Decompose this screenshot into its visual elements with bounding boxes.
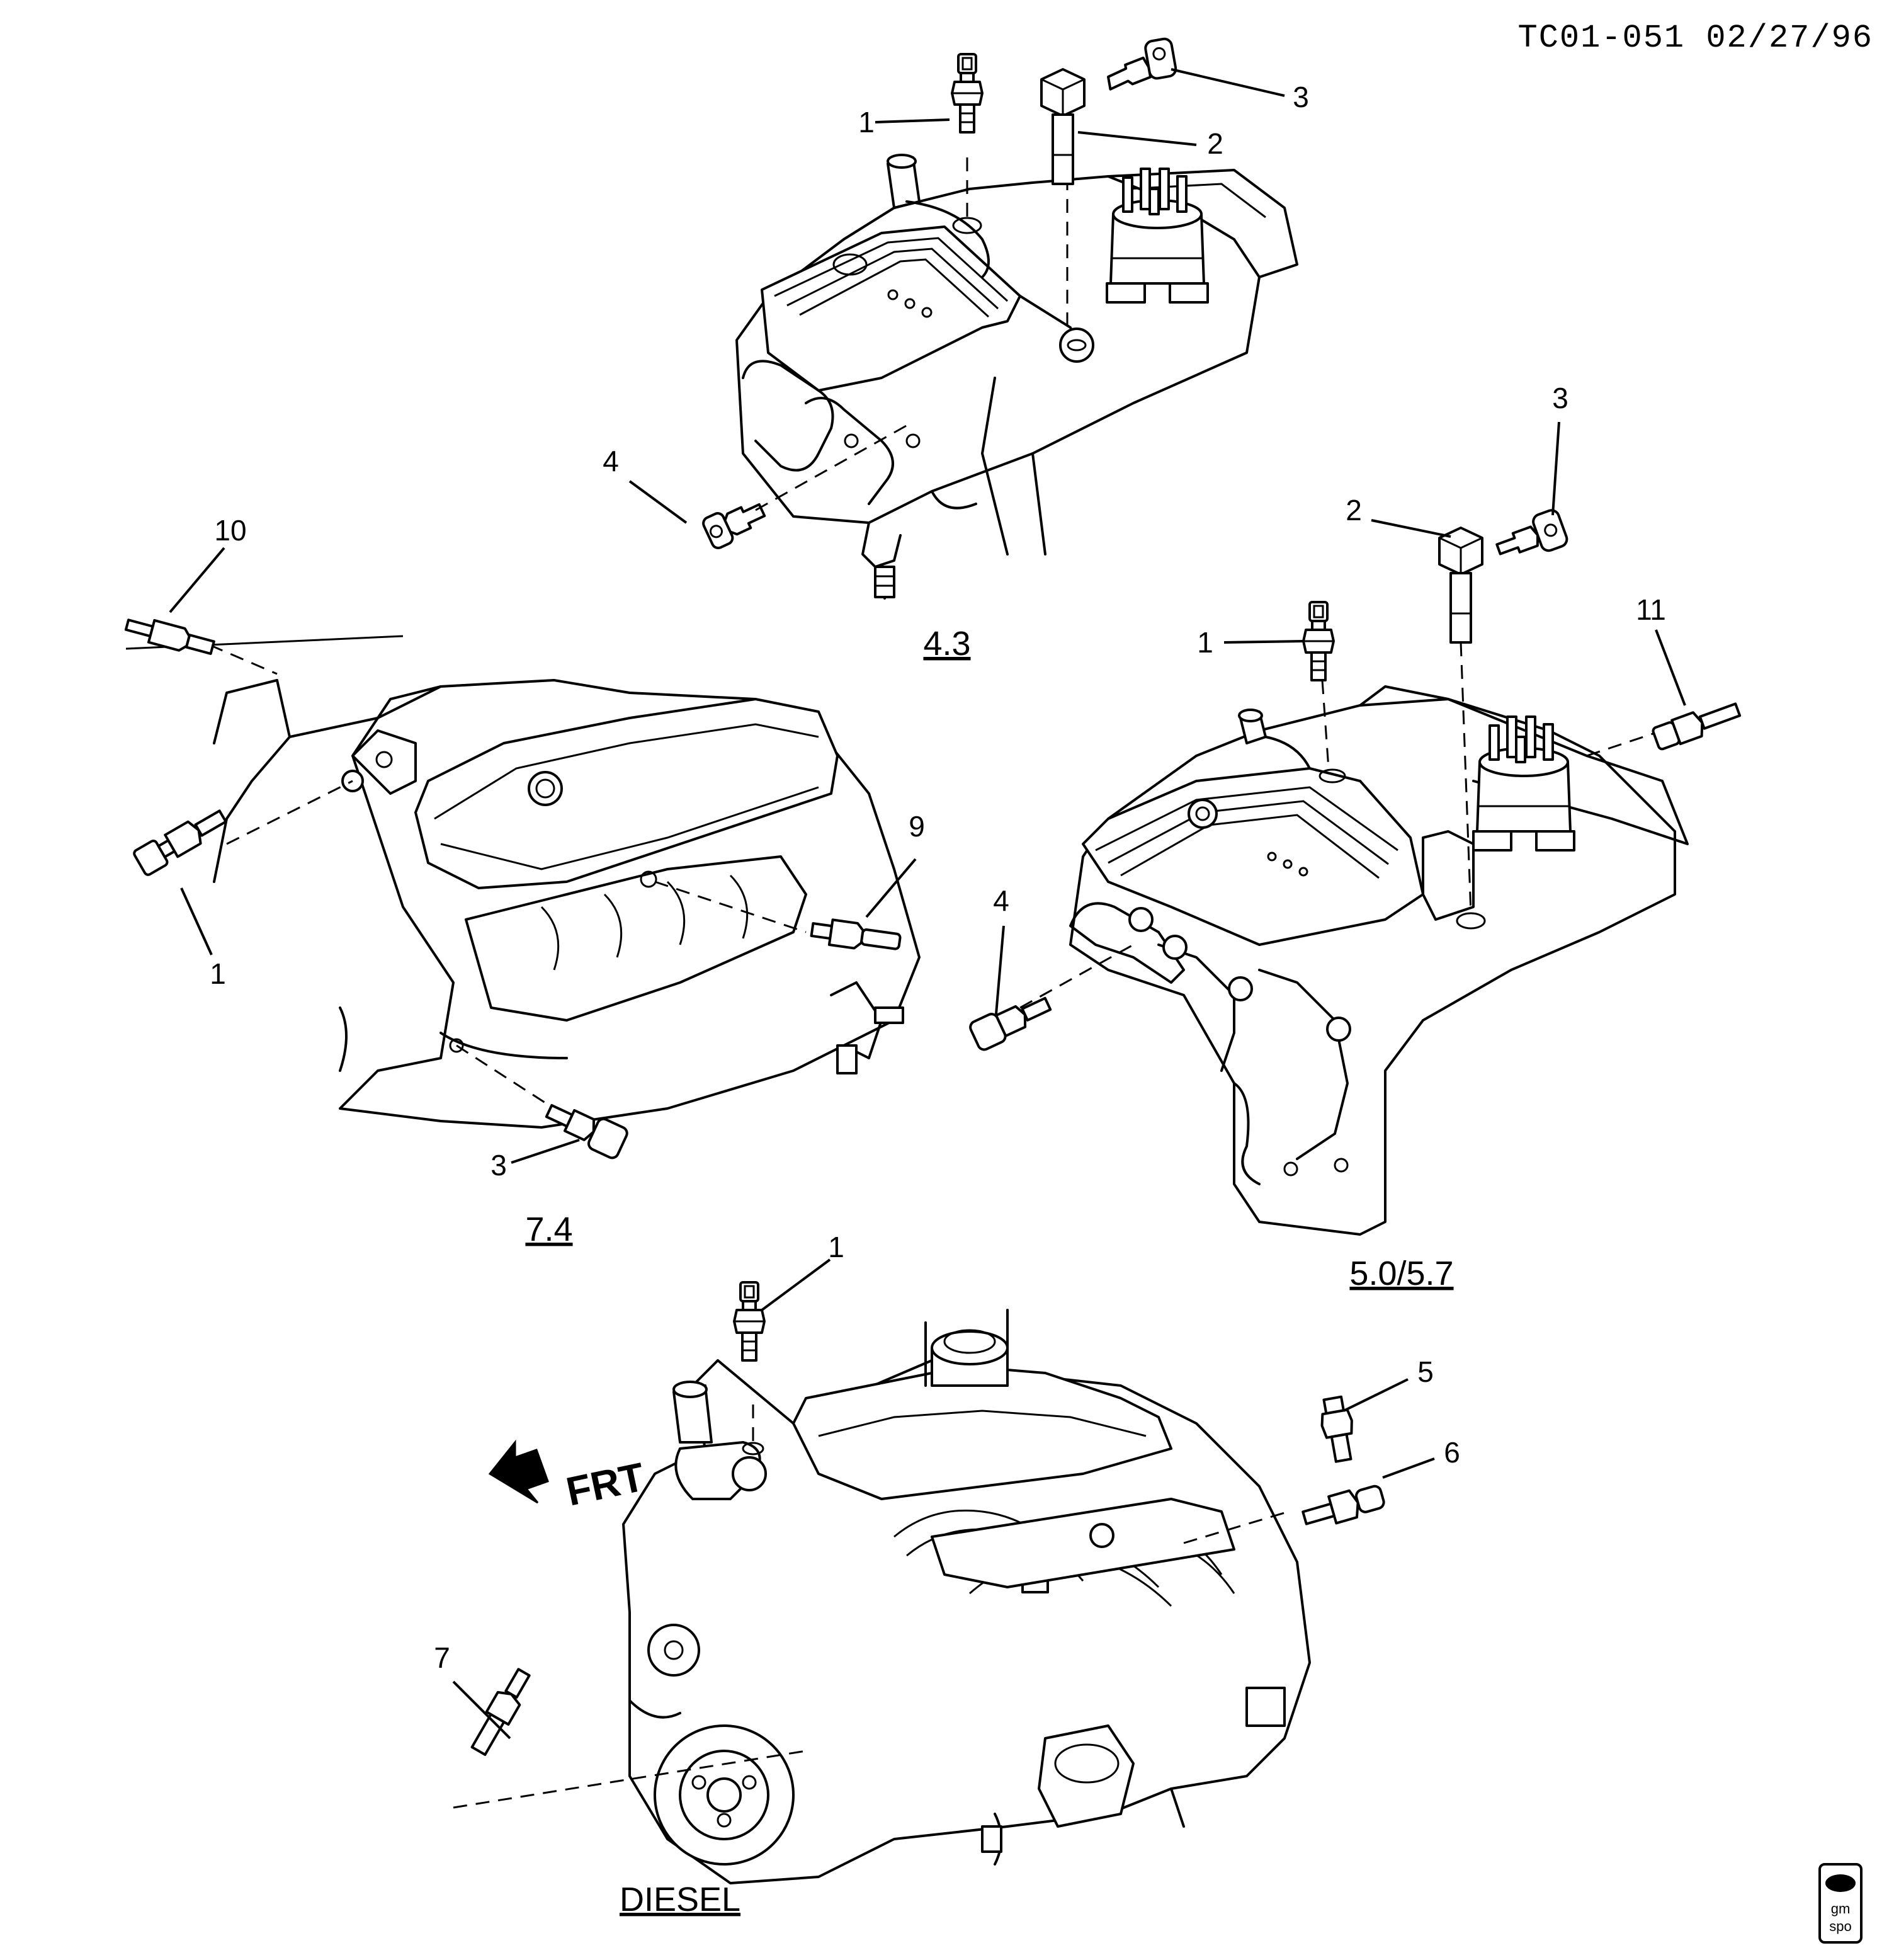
svg-text:11: 11	[1636, 593, 1666, 626]
engine-label-diesel: DIESEL	[620, 1881, 740, 1918]
oil-pressure-sender-3	[1107, 37, 1177, 91]
sender-5	[1320, 1395, 1353, 1463]
callouts-5-0-5-7: 3 2 1 11 4	[993, 382, 1686, 1015]
svg-text:4: 4	[993, 884, 1009, 917]
engine-label-5-0-5-7: 5.0/5.7	[1349, 1255, 1453, 1292]
svg-text:1: 1	[210, 957, 226, 990]
svg-text:3: 3	[1552, 382, 1568, 414]
callouts-7-4: 10 1 9 3	[169, 514, 925, 1182]
engine-label-7-4: 7.4	[525, 1211, 572, 1248]
hex-fitting-2-smallblock	[1438, 527, 1483, 644]
svg-text:3: 3	[491, 1149, 507, 1182]
temperature-sensor-1-smallblock	[1302, 601, 1335, 681]
temperature-sensor-1-bigblock	[133, 809, 227, 876]
svg-text:1: 1	[828, 1231, 844, 1263]
sender-10	[124, 618, 215, 655]
temperature-sensor-1-diesel	[733, 1281, 766, 1362]
callouts-diesel: 1 5 6 7	[434, 1231, 1460, 1740]
svg-text:2: 2	[1207, 127, 1223, 160]
svg-text:spo: spo	[1829, 1918, 1851, 1934]
sender-11	[1652, 702, 1742, 751]
temperature-sensor-1	[951, 53, 984, 134]
svg-text:10: 10	[214, 514, 246, 547]
engine-diesel	[453, 1309, 1311, 1884]
svg-text:7: 7	[434, 1641, 450, 1674]
engine-4-3	[700, 154, 1298, 600]
svg-text:9: 9	[909, 810, 925, 843]
svg-text:gm: gm	[1831, 1901, 1851, 1917]
drawing-code: TC01-051 02/27/96	[1518, 20, 1874, 57]
callouts-4-3: 1 2 3 4	[603, 68, 1309, 524]
engine-7-4	[125, 635, 921, 1129]
svg-text:1: 1	[858, 106, 875, 139]
sender-9	[810, 918, 902, 950]
sender-4-smallblock	[969, 996, 1052, 1051]
engine-label-4-3: 4.3	[923, 625, 970, 663]
sender-6	[1301, 1484, 1385, 1525]
gm-spo-logo: gm spo	[1818, 1863, 1863, 1944]
engine-5-0-5-7	[1019, 642, 1689, 1236]
front-arrow-icon	[488, 1439, 549, 1504]
svg-text:4: 4	[603, 445, 619, 477]
hex-fitting-2	[1040, 68, 1086, 185]
svg-text:2: 2	[1346, 494, 1362, 527]
sensor-7	[470, 1668, 531, 1756]
svg-text:6: 6	[1444, 1436, 1460, 1469]
svg-text:3: 3	[1293, 81, 1309, 113]
front-direction-indicator: FRT	[488, 1439, 649, 1515]
oil-pressure-sender-3-smallblock	[1495, 509, 1568, 556]
svg-text:5: 5	[1417, 1355, 1434, 1388]
svg-text:1: 1	[1197, 626, 1213, 659]
oil-pressure-sender-3-bigblock	[545, 1103, 628, 1159]
